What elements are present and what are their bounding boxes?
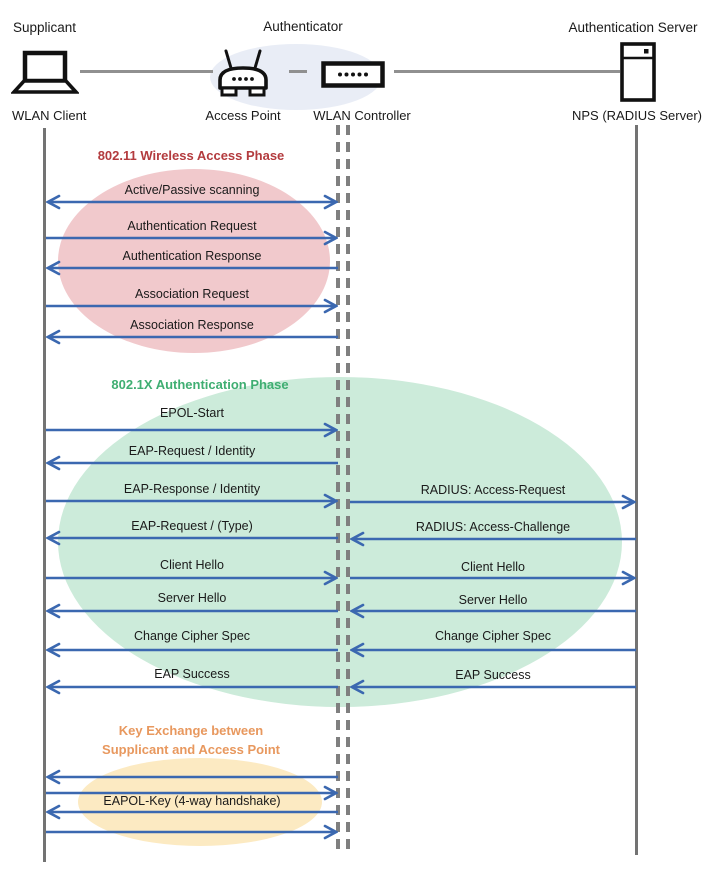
message-arrow: [46, 455, 338, 471]
message-label: Change Cipher Spec: [133, 629, 251, 643]
message-label: Authentication Response: [122, 249, 262, 263]
message-label: EAP-Request / (Type): [131, 519, 253, 533]
phase2-title: 802.1X Authentication Phase: [111, 377, 289, 392]
phase1-ellipse: [58, 169, 330, 353]
message-arrow: [350, 531, 636, 547]
message-arrow: [350, 642, 636, 658]
laptop-icon: [11, 50, 79, 94]
message-label: Server Hello: [157, 591, 227, 605]
label-wlan-controller: WLAN Controller: [313, 108, 411, 123]
message-arrow: [46, 570, 338, 586]
message-arrow: [46, 804, 338, 820]
message-label: Association Request: [135, 287, 249, 301]
message-arrow: [46, 769, 338, 785]
message-label: EAP-Response / Identity: [123, 482, 261, 496]
phase2-ellipse: [58, 377, 622, 707]
message-label: Active/Passive scanning: [124, 183, 260, 197]
message-arrow: [350, 603, 636, 619]
message-arrow: [350, 494, 636, 510]
role-supplicant: Supplicant: [13, 20, 77, 35]
message-arrow: [46, 260, 338, 276]
message-label: Client Hello: [160, 558, 224, 572]
label-access-point: Access Point: [205, 108, 281, 123]
message-label: RADIUS: Access-Challenge: [415, 520, 571, 534]
message-arrow: [46, 194, 338, 210]
message-arrow: [46, 679, 338, 695]
wlan-controller-icon: [321, 61, 385, 88]
message-label: EAP Success: [455, 668, 531, 682]
message-arrow: [46, 824, 338, 840]
connector-ap-controller: [289, 70, 307, 73]
message-label: Change Cipher Spec: [434, 629, 552, 643]
message-arrow: [350, 570, 636, 586]
message-arrow: [46, 530, 338, 546]
message-arrow: [46, 603, 338, 619]
message-arrow: [350, 679, 636, 695]
lifeline-wlan-client: [43, 128, 46, 862]
message-arrow: [46, 785, 338, 801]
label-nps-radius-server: NPS (RADIUS Server): [571, 108, 703, 123]
role-authentication-server: Authentication Server: [568, 20, 698, 35]
message-label: RADIUS: Access-Request: [420, 483, 566, 497]
connector-client-ap: [80, 70, 213, 73]
message-label: EPOL-Start: [160, 406, 224, 420]
message-arrow: [46, 493, 338, 509]
lifeline-controller-dash-left: [336, 125, 340, 853]
lifeline-controller-dash-right: [346, 125, 350, 853]
connector-controller-server: [394, 70, 620, 73]
server-icon: [620, 42, 656, 102]
message-arrow: [46, 422, 338, 438]
message-arrow: [46, 642, 338, 658]
message-label: Client Hello: [461, 560, 525, 574]
lifeline-radius-server: [635, 125, 638, 855]
phase1-title: 802.11 Wireless Access Phase: [97, 148, 285, 163]
message-label: EAP-Request / Identity: [128, 444, 256, 458]
message-label: Association Response: [130, 318, 254, 332]
label-wlan-client: WLAN Client: [12, 108, 87, 123]
phase3-title: Key Exchange between Supplicant and Acce…: [102, 723, 280, 757]
access-point-icon: [218, 49, 268, 97]
role-authenticator: Authenticator: [263, 19, 343, 34]
message-label: EAPOL-Key (4-way handshake): [103, 794, 281, 808]
message-label: EAP Success: [154, 667, 230, 681]
message-label: Authentication Request: [127, 219, 257, 233]
message-arrow: [46, 230, 338, 246]
message-arrow: [46, 298, 338, 314]
message-label: Server Hello: [458, 593, 528, 607]
message-arrow: [46, 329, 338, 345]
